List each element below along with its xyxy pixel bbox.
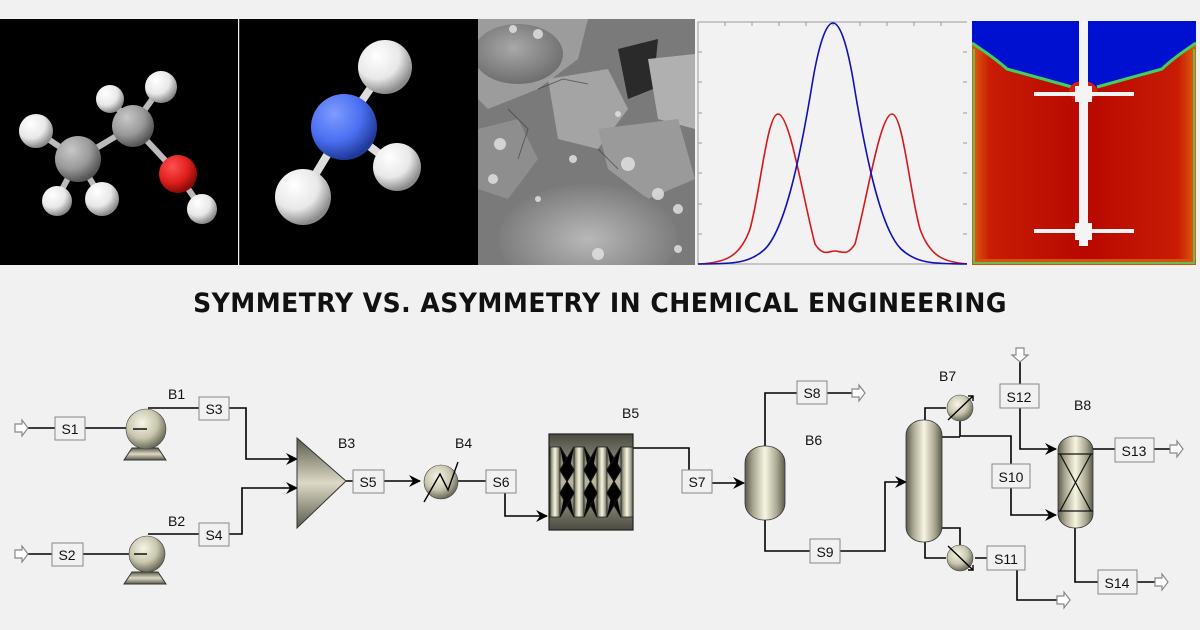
feed-arrow-icon <box>14 418 29 438</box>
red-curve <box>697 113 967 265</box>
svg-text:S11: S11 <box>994 551 1018 567</box>
stream-s10[interactable]: S10 <box>991 463 1031 489</box>
page-title: SYMMETRY VS. ASYMMETRY IN CHEMICAL ENGIN… <box>193 288 1007 319</box>
svg-text:S4: S4 <box>205 527 222 543</box>
packed-column-b8-icon[interactable] <box>1057 435 1094 529</box>
blue-curve <box>697 22 967 265</box>
svg-text:S14: S14 <box>1105 575 1130 591</box>
svg-text:S2: S2 <box>58 547 75 563</box>
stream-s5[interactable]: S5 <box>352 469 385 494</box>
product-arrow-icon <box>1169 439 1184 459</box>
ammonia-molecule-icon <box>275 40 421 225</box>
svg-text:S8: S8 <box>803 385 820 401</box>
svg-text:S5: S5 <box>359 474 376 490</box>
stream-s1[interactable]: S1 <box>54 416 86 441</box>
block-label-b4: B4 <box>455 435 472 451</box>
sem-micrograph-panel <box>478 19 695 265</box>
stream-s13[interactable]: S13 <box>1114 437 1155 463</box>
cfd-tank-image <box>972 21 1196 265</box>
svg-text:S6: S6 <box>492 474 509 490</box>
block-label-b5: B5 <box>622 405 639 421</box>
ethanol-molecule-icon <box>19 71 217 224</box>
stream-s2[interactable]: S2 <box>51 542 84 567</box>
product-arrow-icon <box>1154 572 1169 592</box>
stream-s11[interactable]: S11 <box>986 545 1026 571</box>
mixer-b3-icon[interactable] <box>296 436 347 530</box>
svg-text:S7: S7 <box>688 474 705 490</box>
block-label-b7: B7 <box>939 368 956 384</box>
product-arrow-icon <box>851 383 866 403</box>
svg-text:S10: S10 <box>999 469 1024 485</box>
stream-s3[interactable]: S3 <box>198 396 230 421</box>
block-label-b8: B8 <box>1074 397 1091 413</box>
flash-drum-b6-icon[interactable] <box>744 445 786 521</box>
product-arrow-icon <box>1056 590 1071 610</box>
svg-text:S9: S9 <box>816 544 833 560</box>
stream-s9[interactable]: S9 <box>809 538 841 564</box>
stream-s14[interactable]: S14 <box>1097 569 1138 595</box>
svg-text:S3: S3 <box>205 401 222 417</box>
sem-texture-image <box>478 19 695 265</box>
process-flowsheet: B1 B2 B3 B4 B5 B6 B7 B8 S1 S2 S3 S4 S5 S… <box>14 347 1184 610</box>
svg-text:S12: S12 <box>1007 389 1032 405</box>
stream-s8[interactable]: S8 <box>796 380 828 405</box>
block-label-b6: B6 <box>805 432 822 448</box>
stream-s6[interactable]: S6 <box>485 469 517 494</box>
block-label-b3: B3 <box>338 435 355 451</box>
feed-arrow-icon <box>1010 347 1030 363</box>
block-label-b2: B2 <box>168 513 185 529</box>
ammonia-molecule-panel <box>239 19 478 265</box>
cfd-stirred-tank-panel <box>972 19 1196 265</box>
heater-b4-icon[interactable] <box>423 461 459 503</box>
stream-s7[interactable]: S7 <box>681 469 713 494</box>
pump-b2-icon[interactable] <box>123 535 167 585</box>
feed-arrow-icon <box>14 544 29 564</box>
stream-s12[interactable]: S12 <box>999 383 1040 409</box>
ethanol-molecule-panel <box>0 19 238 265</box>
distribution-plot-panel <box>695 19 967 265</box>
svg-text:S1: S1 <box>61 421 78 437</box>
stream-s4[interactable]: S4 <box>198 522 230 547</box>
svg-text:S13: S13 <box>1122 443 1147 459</box>
distillation-column-b7-icon[interactable] <box>905 394 974 572</box>
block-label-b1: B1 <box>168 386 185 402</box>
distribution-chart <box>697 21 967 265</box>
reactor-b5-icon[interactable] <box>548 433 634 531</box>
pump-b1-icon[interactable] <box>123 408 167 461</box>
